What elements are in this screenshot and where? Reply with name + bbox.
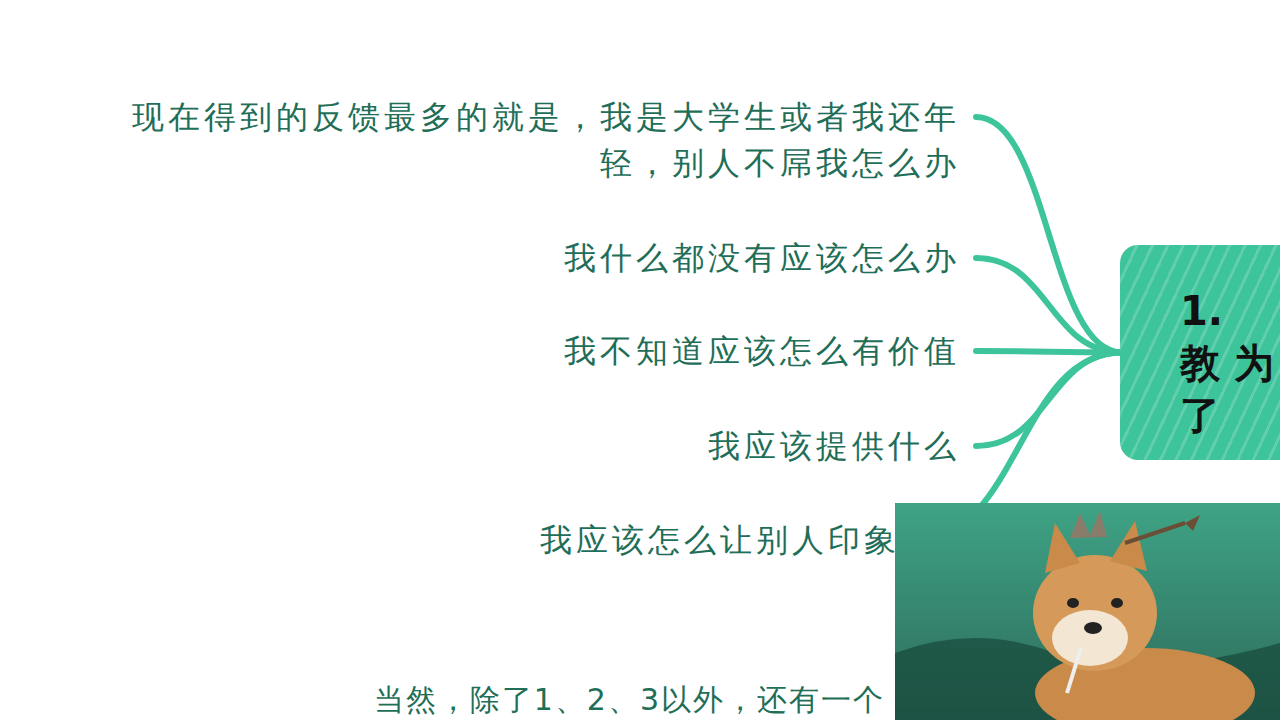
branch-text: 我不知道应该怎么有价值	[400, 328, 960, 374]
branch-label: 我不知道应该怎么有价值	[564, 328, 960, 374]
branch-label: 我应该怎么让别人印象	[540, 517, 900, 563]
branch-label: 现在得到的反馈最多的就是，我是大学生或者我还年轻，别人不屌我怎么办	[110, 94, 960, 186]
topic-title: 1. 教 为了	[1180, 285, 1276, 441]
webcam-overlay	[895, 503, 1280, 720]
note-text: 当然，除了1、2、3以外，还有一个	[374, 680, 885, 720]
branch-label: 我应该提供什么	[708, 423, 960, 469]
branch-connector	[976, 351, 1122, 353]
branch-connector	[976, 117, 1122, 353]
branch-connector	[976, 258, 1122, 353]
central-topic-box: 1. 教 为了	[1120, 245, 1280, 460]
branch-text: 我应该提供什么	[400, 423, 960, 469]
branch-label: 我什么都没有应该怎么办	[564, 235, 960, 281]
branch-text: 我什么都没有应该怎么办	[400, 235, 960, 281]
branch-text: 我应该怎么让别人印象	[380, 517, 900, 563]
branch-text: 现在得到的反馈最多的就是，我是大学生或者我还年轻，别人不屌我怎么办	[110, 94, 960, 186]
